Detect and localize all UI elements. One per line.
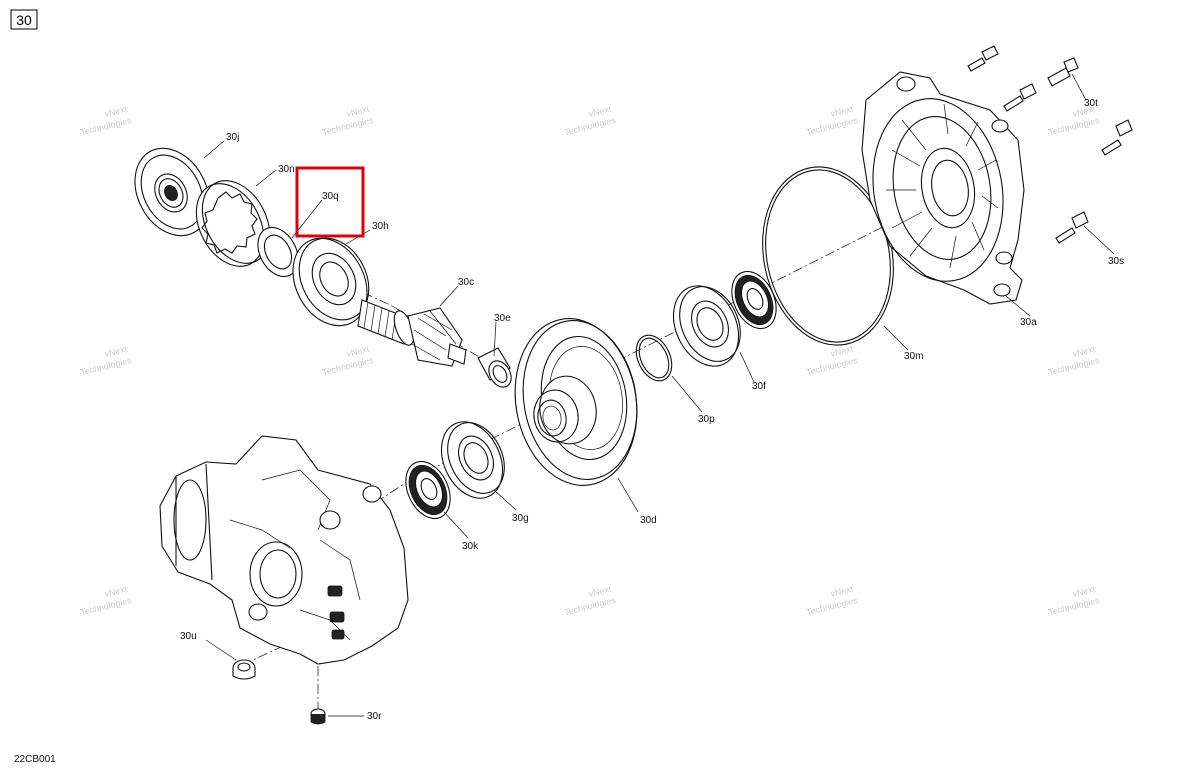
watermark: vNext Technologies <box>563 584 617 618</box>
callout-30a: 30a <box>1020 317 1037 328</box>
callout-30n: 30n <box>278 164 295 175</box>
watermark: vNext Technologies <box>805 344 859 378</box>
watermark: vNext Technologies <box>79 344 133 378</box>
part-30q-shim-washer <box>257 226 299 278</box>
callout-30c: 30c <box>458 277 474 288</box>
part-30g-bearing <box>440 421 505 499</box>
part-30j-oil-seal <box>134 147 210 237</box>
callout-30h: 30h <box>372 221 389 232</box>
callout-30s: 30s <box>1108 256 1124 267</box>
callout-30e: 30e <box>494 313 511 324</box>
callout-30g: 30g <box>512 513 529 524</box>
bolt-30t <box>1047 57 1079 87</box>
part-30c-pinion-shaft <box>357 299 467 367</box>
bolt-upper-2 <box>1003 83 1037 112</box>
watermark: vNext Technologies <box>563 104 617 138</box>
bolt-30s <box>1055 211 1089 244</box>
part-30k-seal <box>405 460 451 520</box>
part-30a-cover <box>861 71 1025 305</box>
bolt-upper-3 <box>1101 119 1133 156</box>
watermark: vNext Technologies <box>321 104 375 138</box>
callout-labels: 30j 30n 30q 30h 30c 30e 30d 30p 30f 30m … <box>180 98 1124 722</box>
callout-30t: 30t <box>1084 98 1098 109</box>
part-30e-needle-bearing <box>477 347 512 388</box>
part-30h-ball-bearing <box>292 237 370 327</box>
part-30u-plug <box>232 659 256 680</box>
callout-30k: 30k <box>462 541 479 552</box>
callout-30p: 30p <box>698 414 715 425</box>
watermark: vNext Technologies <box>1047 584 1101 618</box>
callout-30m: 30m <box>904 351 923 362</box>
watermark: vNext Technologies <box>805 104 859 138</box>
leader-lines <box>203 73 1115 717</box>
callout-30r: 30r <box>367 711 382 722</box>
callout-30j: 30j <box>226 132 239 143</box>
callout-30q: 30q <box>322 191 339 202</box>
part-30f-bearing <box>672 285 741 367</box>
callout-30d: 30d <box>640 515 657 526</box>
watermark: vNext Technologies <box>805 584 859 618</box>
page-number-badge: 30 <box>10 9 38 30</box>
part-30p-o-ring <box>635 334 673 382</box>
part-30r-drain-plug <box>310 708 326 725</box>
part-30n-spline-ring <box>195 180 271 267</box>
highlight-box-30q <box>295 166 365 238</box>
callout-30f: 30f <box>752 381 766 392</box>
callout-30u: 30u <box>180 631 197 642</box>
watermark: vNext Technologies <box>321 344 375 378</box>
page-number: 30 <box>16 12 32 28</box>
bolt-upper-1 <box>967 45 999 72</box>
watermark: vNext Technologies <box>79 584 133 618</box>
watermark: vNext Technologies <box>1047 344 1101 378</box>
watermark: vNext Technologies <box>79 104 133 138</box>
drawing-code: 22CB001 <box>14 754 56 765</box>
gear-housing <box>159 435 409 665</box>
part-30d-ring-gear <box>514 318 638 486</box>
